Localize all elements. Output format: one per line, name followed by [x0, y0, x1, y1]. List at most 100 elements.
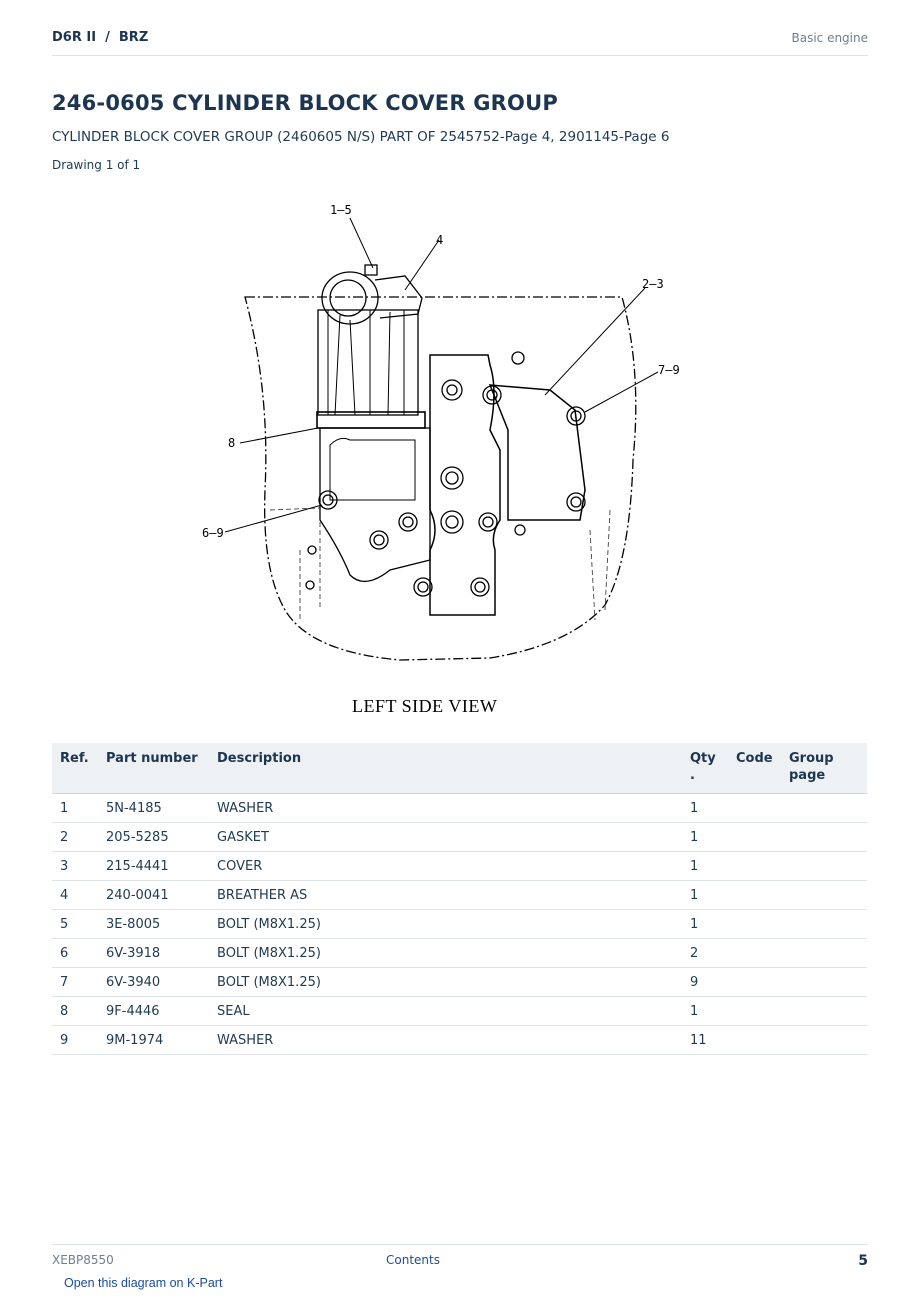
cell-qty: 1: [682, 909, 728, 939]
cell-group-page: [781, 1025, 867, 1055]
cell-qty: 1: [682, 880, 728, 910]
cell-description: BOLT (M8X1.25): [209, 967, 682, 997]
cell-group-page: [781, 851, 867, 881]
cell-qty: 11: [682, 1025, 728, 1055]
table-row: 3 215-4441 COVER 1: [52, 851, 867, 881]
breather-cap: [321, 271, 379, 325]
callout-label: 4: [436, 233, 443, 247]
cell-part-number: 215-4441: [98, 851, 209, 881]
cell-description: BOLT (M8X1.25): [209, 909, 682, 939]
cell-ref: 3: [52, 851, 98, 881]
col-description: Description: [209, 743, 682, 794]
cell-description: WASHER: [209, 1025, 682, 1055]
cell-ref: 2: [52, 822, 98, 852]
leader-lines: [224, 217, 659, 533]
cell-group-page: [781, 967, 867, 997]
cell-qty: 1: [682, 851, 728, 881]
cell-qty: 2: [682, 938, 728, 968]
cell-part-number: 6V-3918: [98, 938, 209, 968]
parts-table: Ref. Part number Description Qty . Code …: [52, 743, 867, 1055]
page-number: 5: [858, 1253, 868, 1269]
breadcrumb: D6R II / BRZ: [52, 30, 149, 45]
breather-tube: [317, 309, 419, 416]
cell-description: SEAL: [209, 996, 682, 1026]
contents-link[interactable]: Contents: [386, 1253, 440, 1267]
callout-label: 1–5: [330, 203, 352, 217]
cell-ref: 7: [52, 967, 98, 997]
cell-code: [728, 996, 781, 1026]
cell-description: COVER: [209, 851, 682, 881]
block-hint: [269, 507, 611, 621]
cell-group-page: [781, 996, 867, 1026]
cell-description: WASHER: [209, 793, 682, 823]
callout-label: 2–3: [642, 277, 664, 291]
table-row: 6 6V-3918 BOLT (M8X1.25) 2: [52, 938, 867, 968]
table-row: 1 5N-4185 WASHER 1: [52, 793, 867, 823]
cell-code: [728, 938, 781, 968]
cell-part-number: 3E-8005: [98, 909, 209, 939]
cell-description: GASKET: [209, 822, 682, 852]
table-row: 5 3E-8005 BOLT (M8X1.25) 1: [52, 909, 867, 939]
table-row: 7 6V-3940 BOLT (M8X1.25) 9: [52, 967, 867, 997]
cell-code: [728, 909, 781, 939]
cell-description: BREATHER AS: [209, 880, 682, 910]
callout-label: 8: [228, 436, 235, 450]
open-kpart-link[interactable]: Open this diagram on K-Part: [64, 1276, 223, 1290]
view-label: LEFT SIDE VIEW: [352, 696, 497, 716]
cell-qty: 1: [682, 822, 728, 852]
outline-dashdot: [244, 296, 637, 661]
right-cover: [488, 384, 586, 521]
cell-code: [728, 822, 781, 852]
col-code: Code: [728, 743, 781, 794]
section-name: Basic engine: [791, 31, 868, 45]
col-part-number: Part number: [98, 743, 209, 794]
cell-description: BOLT (M8X1.25): [209, 938, 682, 968]
cell-qty: 9: [682, 967, 728, 997]
table-header-row: Ref. Part number Description Qty . Code …: [52, 743, 867, 794]
document-id: XEBP8550: [52, 1253, 114, 1267]
center-plate: [429, 354, 501, 616]
cell-qty: 1: [682, 996, 728, 1026]
cell-part-number: 9F-4446: [98, 996, 209, 1026]
col-ref: Ref.: [52, 743, 98, 794]
cell-ref: 1: [52, 793, 98, 823]
cell-qty: 1: [682, 793, 728, 823]
cell-code: [728, 793, 781, 823]
cell-ref: 4: [52, 880, 98, 910]
cell-part-number: 205-5285: [98, 822, 209, 852]
cover-lower: [319, 427, 431, 582]
cell-group-page: [781, 938, 867, 968]
cell-ref: 6: [52, 938, 98, 968]
cell-group-page: [781, 793, 867, 823]
table-row: 8 9F-4446 SEAL 1: [52, 996, 867, 1026]
cell-group-page: [781, 880, 867, 910]
cell-part-number: 240-0041: [98, 880, 209, 910]
parts-diagram: 1–5 4 2–3 7–9 8 6–9 LEFT SIDE VIEW: [190, 190, 730, 725]
cell-ref: 5: [52, 909, 98, 939]
table-row: 9 9M-1974 WASHER 11: [52, 1025, 867, 1055]
bolts: [305, 351, 586, 597]
cell-code: [728, 1025, 781, 1055]
page-footer: XEBP8550 Contents 5: [52, 1244, 868, 1274]
cell-ref: 9: [52, 1025, 98, 1055]
table-row: 2 205-5285 GASKET 1: [52, 822, 867, 852]
callout-label: 6–9: [202, 526, 224, 540]
page-subtitle: CYLINDER BLOCK COVER GROUP (2460605 N/S)…: [52, 129, 670, 145]
drawing-count: Drawing 1 of 1: [52, 158, 141, 172]
table-row: 4 240-0041 BREATHER AS 1: [52, 880, 867, 910]
cell-code: [728, 967, 781, 997]
cell-part-number: 9M-1974: [98, 1025, 209, 1055]
cell-code: [728, 880, 781, 910]
cell-ref: 8: [52, 996, 98, 1026]
cell-group-page: [781, 822, 867, 852]
cell-part-number: 5N-4185: [98, 793, 209, 823]
page-title: 246-0605 CYLINDER BLOCK COVER GROUP: [52, 91, 558, 115]
diagram-drawing: 1–5 4 2–3 7–9 8 6–9 LEFT SIDE VIEW: [202, 203, 680, 716]
col-qty: Qty .: [682, 743, 728, 794]
cell-group-page: [781, 909, 867, 939]
col-group-page: Group page: [781, 743, 867, 794]
callout-label: 7–9: [658, 363, 680, 377]
cell-part-number: 6V-3940: [98, 967, 209, 997]
page-header: D6R II / BRZ Basic engine: [52, 28, 868, 56]
cell-code: [728, 851, 781, 881]
